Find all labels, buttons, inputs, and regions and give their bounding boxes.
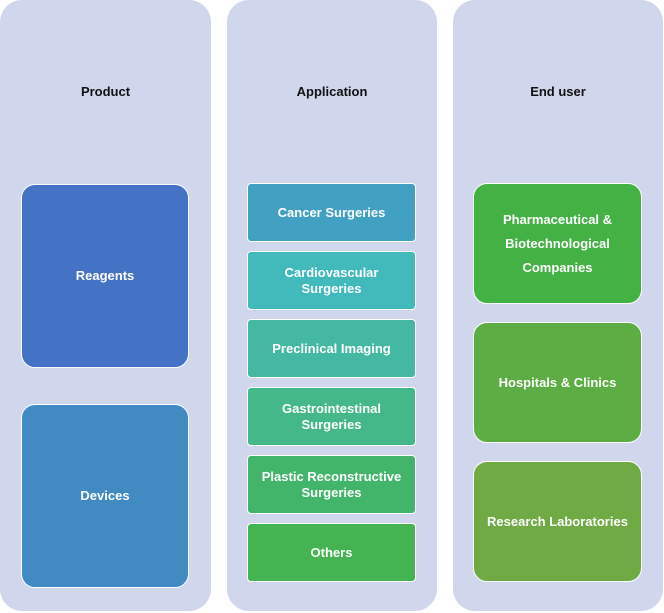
product-box-reagents: Reagents [21, 184, 189, 368]
application-column-title: Application [296, 84, 368, 99]
application-column: Application Cancer Surgeries Cardiovascu… [227, 0, 437, 611]
application-box-gastrointestinal-surgeries: Gastrointestinal Surgeries [247, 387, 416, 446]
application-box-plastic-reconstructive-surgeries: Plastic Reconstructive Surgeries [247, 455, 416, 514]
application-box-cancer-surgeries: Cancer Surgeries [247, 183, 416, 242]
product-box-devices: Devices [21, 404, 189, 588]
end-user-box-hospitals-clinics: Hospitals & Clinics [473, 322, 642, 443]
end-user-column: End user Pharmaceutical & Biotechnologic… [453, 0, 663, 611]
application-box-preclinical-imaging: Preclinical Imaging [247, 319, 416, 378]
end-user-box-research-laboratories: Research Laboratories [473, 461, 642, 582]
application-box-cardiovascular-surgeries: Cardiovascular Surgeries [247, 251, 416, 310]
product-column-title: Product [80, 84, 131, 99]
end-user-box-pharmaceutical-biotechnological-companies: Pharmaceutical & Biotechnological Compan… [473, 183, 642, 304]
product-column: Product Reagents Devices [0, 0, 211, 611]
end-user-column-title: End user [530, 84, 586, 99]
application-box-others: Others [247, 523, 416, 582]
